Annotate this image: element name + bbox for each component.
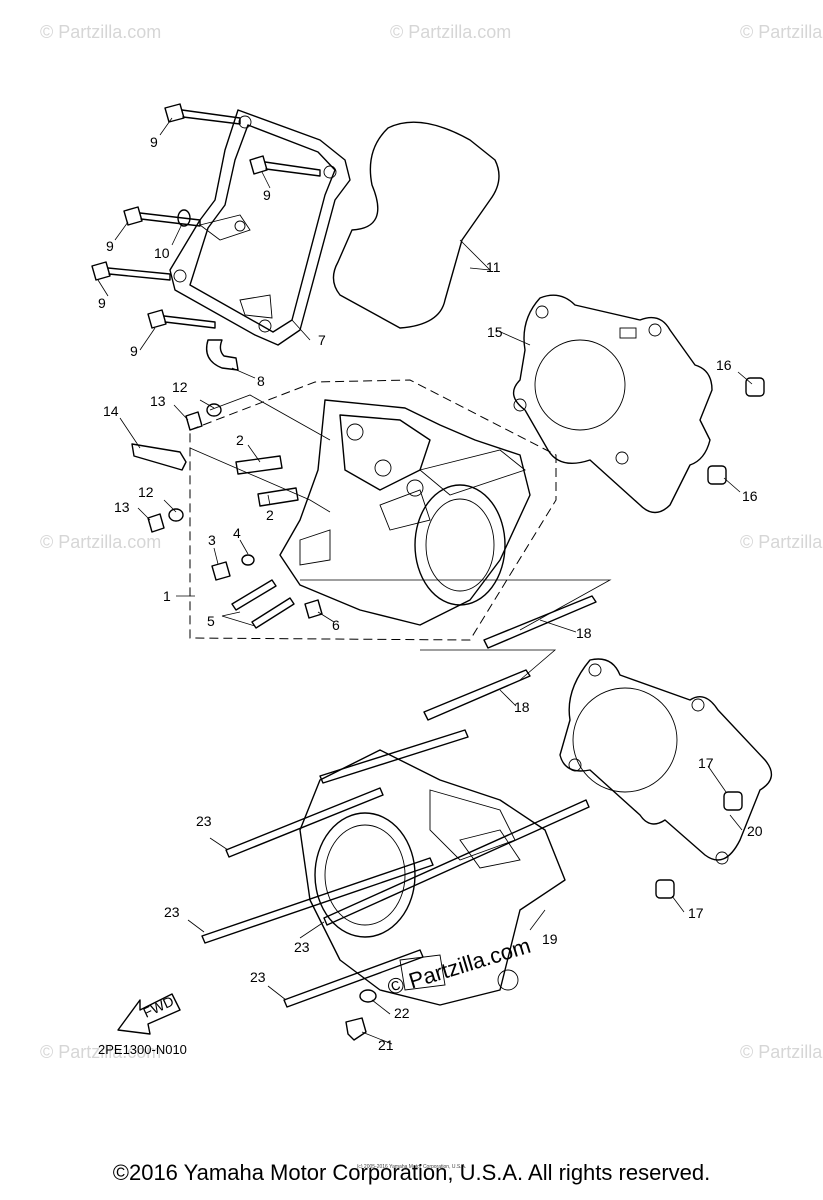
dowel-part-16 bbox=[745, 377, 765, 397]
bolt-part-21 bbox=[345, 1017, 367, 1041]
callout-20: 20 bbox=[747, 823, 763, 839]
callout-15: 15 bbox=[487, 324, 503, 340]
callout-23: 23 bbox=[294, 939, 310, 955]
cylinder-head-part-1 bbox=[279, 399, 531, 626]
base-gasket-part-20 bbox=[559, 658, 773, 865]
callout-9: 9 bbox=[98, 295, 106, 311]
long-bolt-part-18 bbox=[423, 669, 531, 721]
clamp-part-8 bbox=[205, 339, 239, 371]
stud-bolt-part-23 bbox=[323, 799, 590, 926]
leader-lines bbox=[97, 117, 753, 1045]
callout-2: 2 bbox=[266, 507, 274, 523]
callout-6: 6 bbox=[332, 617, 340, 633]
callout-1: 1 bbox=[163, 588, 171, 604]
fwd-arrow-icon: FWD bbox=[117, 993, 181, 1035]
watermark: © Partzilla.com bbox=[390, 22, 511, 42]
watermark: © Partzilla.com bbox=[740, 532, 823, 552]
washer-part-22 bbox=[359, 989, 377, 1003]
callout-23: 23 bbox=[196, 813, 212, 829]
plug-part-6 bbox=[304, 599, 323, 619]
cylinder-head-assembly-outline-part-1 bbox=[189, 379, 557, 641]
callout-13: 13 bbox=[150, 393, 166, 409]
watermark: © Partzilla.com bbox=[740, 22, 823, 42]
diagram-code: 2PE1300-N010 bbox=[98, 1042, 187, 1057]
callout-7: 7 bbox=[318, 332, 326, 348]
stud-bolt-part-23 bbox=[283, 949, 424, 1008]
dowel-part-17 bbox=[723, 791, 743, 811]
callout-16: 16 bbox=[742, 488, 758, 504]
dowel-part-17 bbox=[655, 879, 675, 899]
stud-bolt-part-5 bbox=[251, 597, 295, 629]
callout-21: 21 bbox=[378, 1037, 394, 1053]
nut-part-13 bbox=[185, 411, 203, 431]
dowel-pin-part-2 bbox=[235, 455, 283, 475]
head-gasket-part-15 bbox=[512, 294, 713, 514]
callout-23: 23 bbox=[250, 969, 266, 985]
watermark: © Partzilla.com bbox=[740, 1042, 823, 1062]
callout-12: 12 bbox=[138, 484, 154, 500]
plug-part-3 bbox=[211, 561, 231, 581]
stud-bolt-part-5 bbox=[231, 579, 277, 611]
copyright-notice: ©2016 Yamaha Motor Corporation, U.S.A. A… bbox=[112, 1160, 711, 1185]
washer-part-12 bbox=[206, 403, 222, 417]
washer-part-12 bbox=[168, 508, 184, 522]
stud-bolt-part-23 bbox=[201, 857, 434, 944]
callout-16: 16 bbox=[716, 357, 732, 373]
head-cover-gasket-part-11 bbox=[332, 121, 500, 329]
callout-22: 22 bbox=[394, 1005, 410, 1021]
watermark: © Partzilla.com bbox=[40, 1042, 161, 1062]
watermark: © Partzilla.com bbox=[40, 22, 161, 42]
dowel-part-16 bbox=[707, 465, 727, 485]
bolts-part-9 bbox=[91, 103, 321, 329]
callout-2: 2 bbox=[236, 432, 244, 448]
stud-bolt-part-23 bbox=[225, 787, 384, 858]
callout-17: 17 bbox=[698, 755, 714, 771]
callout-10: 10 bbox=[154, 245, 170, 261]
callout-9: 9 bbox=[150, 134, 158, 150]
grommet-part-10 bbox=[177, 209, 191, 227]
dowel-pin-part-2 bbox=[257, 487, 299, 507]
callout-18: 18 bbox=[576, 625, 592, 641]
watermark: © Partzilla.com bbox=[40, 532, 161, 552]
callout-3: 3 bbox=[208, 532, 216, 548]
sensor-part-14 bbox=[131, 443, 187, 471]
callout-11: 11 bbox=[486, 259, 501, 275]
callout-19: 19 bbox=[542, 931, 558, 947]
tiny-credit: (c) 2005-2016 Yamaha Motor Corporation, … bbox=[356, 1164, 467, 1170]
callout-9: 9 bbox=[263, 187, 271, 203]
callout-8: 8 bbox=[257, 373, 265, 389]
callout-9: 9 bbox=[130, 343, 138, 359]
callout-5: 5 bbox=[207, 613, 215, 629]
callout-23: 23 bbox=[164, 904, 180, 920]
stud-bolt-part-23 bbox=[319, 729, 469, 784]
fwd-label: FWD bbox=[141, 993, 177, 1021]
callout-18: 18 bbox=[514, 699, 530, 715]
head-cover-part-7 bbox=[169, 109, 351, 346]
nut-part-13 bbox=[147, 513, 165, 533]
washer-part-4 bbox=[241, 554, 255, 566]
callout-labels: 1 2 2 3 4 5 6 7 8 9 9 9 9 9 10 11 12 12 … bbox=[98, 134, 763, 1053]
callout-13: 13 bbox=[114, 499, 130, 515]
callout-14: 14 bbox=[103, 403, 119, 419]
long-bolt-part-18 bbox=[483, 595, 597, 649]
callout-12: 12 bbox=[172, 379, 188, 395]
callout-9: 9 bbox=[106, 238, 114, 254]
callout-4: 4 bbox=[233, 525, 241, 541]
callout-17: 17 bbox=[688, 905, 704, 921]
watermark-group: © Partzilla.com © Partzilla.com © Partzi… bbox=[40, 22, 823, 1062]
